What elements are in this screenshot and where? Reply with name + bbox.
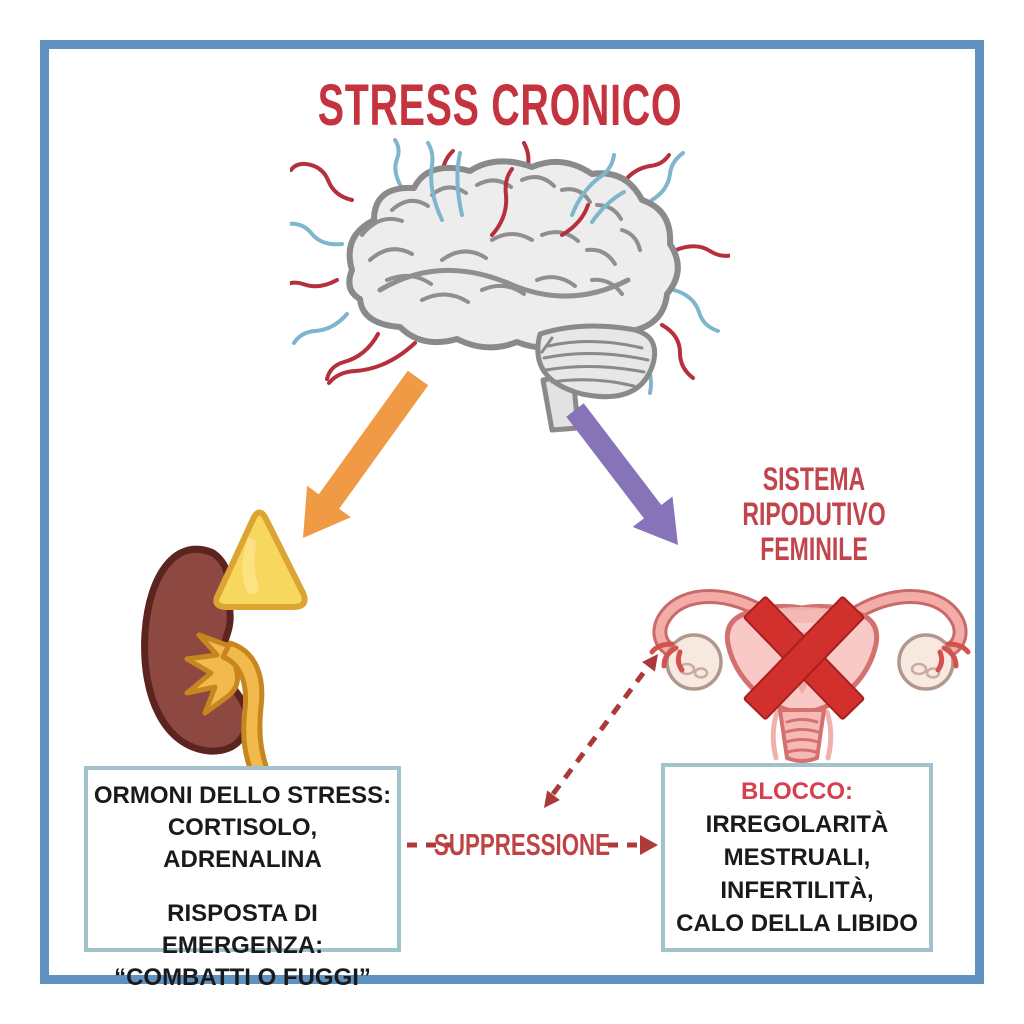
right-box-line-3: INFERTILITÀ, bbox=[720, 877, 874, 904]
cervix-ridges bbox=[784, 718, 820, 754]
nerve-lines-outer bbox=[290, 138, 730, 395]
ovary-right bbox=[897, 633, 955, 691]
left-box-line-2: CORTISOLO, ADRENALINA bbox=[163, 814, 322, 873]
fimbriae bbox=[649, 641, 971, 673]
left-box-gap bbox=[88, 876, 397, 898]
ovary-left bbox=[665, 633, 723, 691]
heading-line-3: FEMINILE bbox=[760, 531, 868, 567]
vaginal-walls bbox=[770, 709, 834, 761]
right-box-heading: BLOCCO: bbox=[741, 778, 853, 805]
left-box-line-4: “COMBATTI O FUGGI” bbox=[114, 964, 371, 991]
cervix bbox=[778, 708, 826, 763]
left-box-line-1: ORMONI DELLO STRESS: bbox=[93, 782, 392, 809]
page-title: STRESS CRONICO bbox=[317, 73, 683, 138]
brain-illustration bbox=[290, 138, 730, 433]
blocco-effects-box: BLOCCO: IRREGOLARITÀ MESTRUALI, INFERTIL… bbox=[661, 763, 933, 952]
kidney-adrenal-illustration bbox=[141, 509, 308, 780]
left-box-line-3: RISPOSTA DI EMERGENZA: bbox=[161, 900, 324, 959]
cerebellum-striations bbox=[540, 336, 650, 388]
border-frame bbox=[40, 40, 984, 984]
nerve-lines-inner bbox=[426, 141, 626, 237]
right-box-line-1: IRREGOLARITÀ bbox=[705, 811, 889, 838]
adrenal-gland bbox=[213, 509, 308, 610]
suppression-label: SUPPRESSIONE bbox=[433, 827, 611, 862]
adrenal-highlight bbox=[242, 537, 259, 595]
uterus-illustration bbox=[649, 589, 971, 763]
cerebrum bbox=[346, 158, 681, 351]
red-x-mark bbox=[743, 596, 865, 720]
right-box-line-2: MESTRUALI, bbox=[723, 844, 871, 871]
stress-hormones-box: ORMONI DELLO STRESS: CORTISOLO, ADRENALI… bbox=[84, 766, 401, 991]
fallopian-tubes bbox=[652, 589, 968, 660]
heading-line-1: SISTEMA bbox=[762, 461, 866, 497]
heading-line-2: RIPODUTIVO bbox=[742, 496, 886, 532]
reproductive-system-heading: SISTEMA RIPODUTIVO FEMINILE bbox=[724, 462, 904, 567]
brain-gyri bbox=[360, 175, 642, 304]
right-box-line-4: CALO DELLA LIBIDO bbox=[676, 910, 918, 937]
